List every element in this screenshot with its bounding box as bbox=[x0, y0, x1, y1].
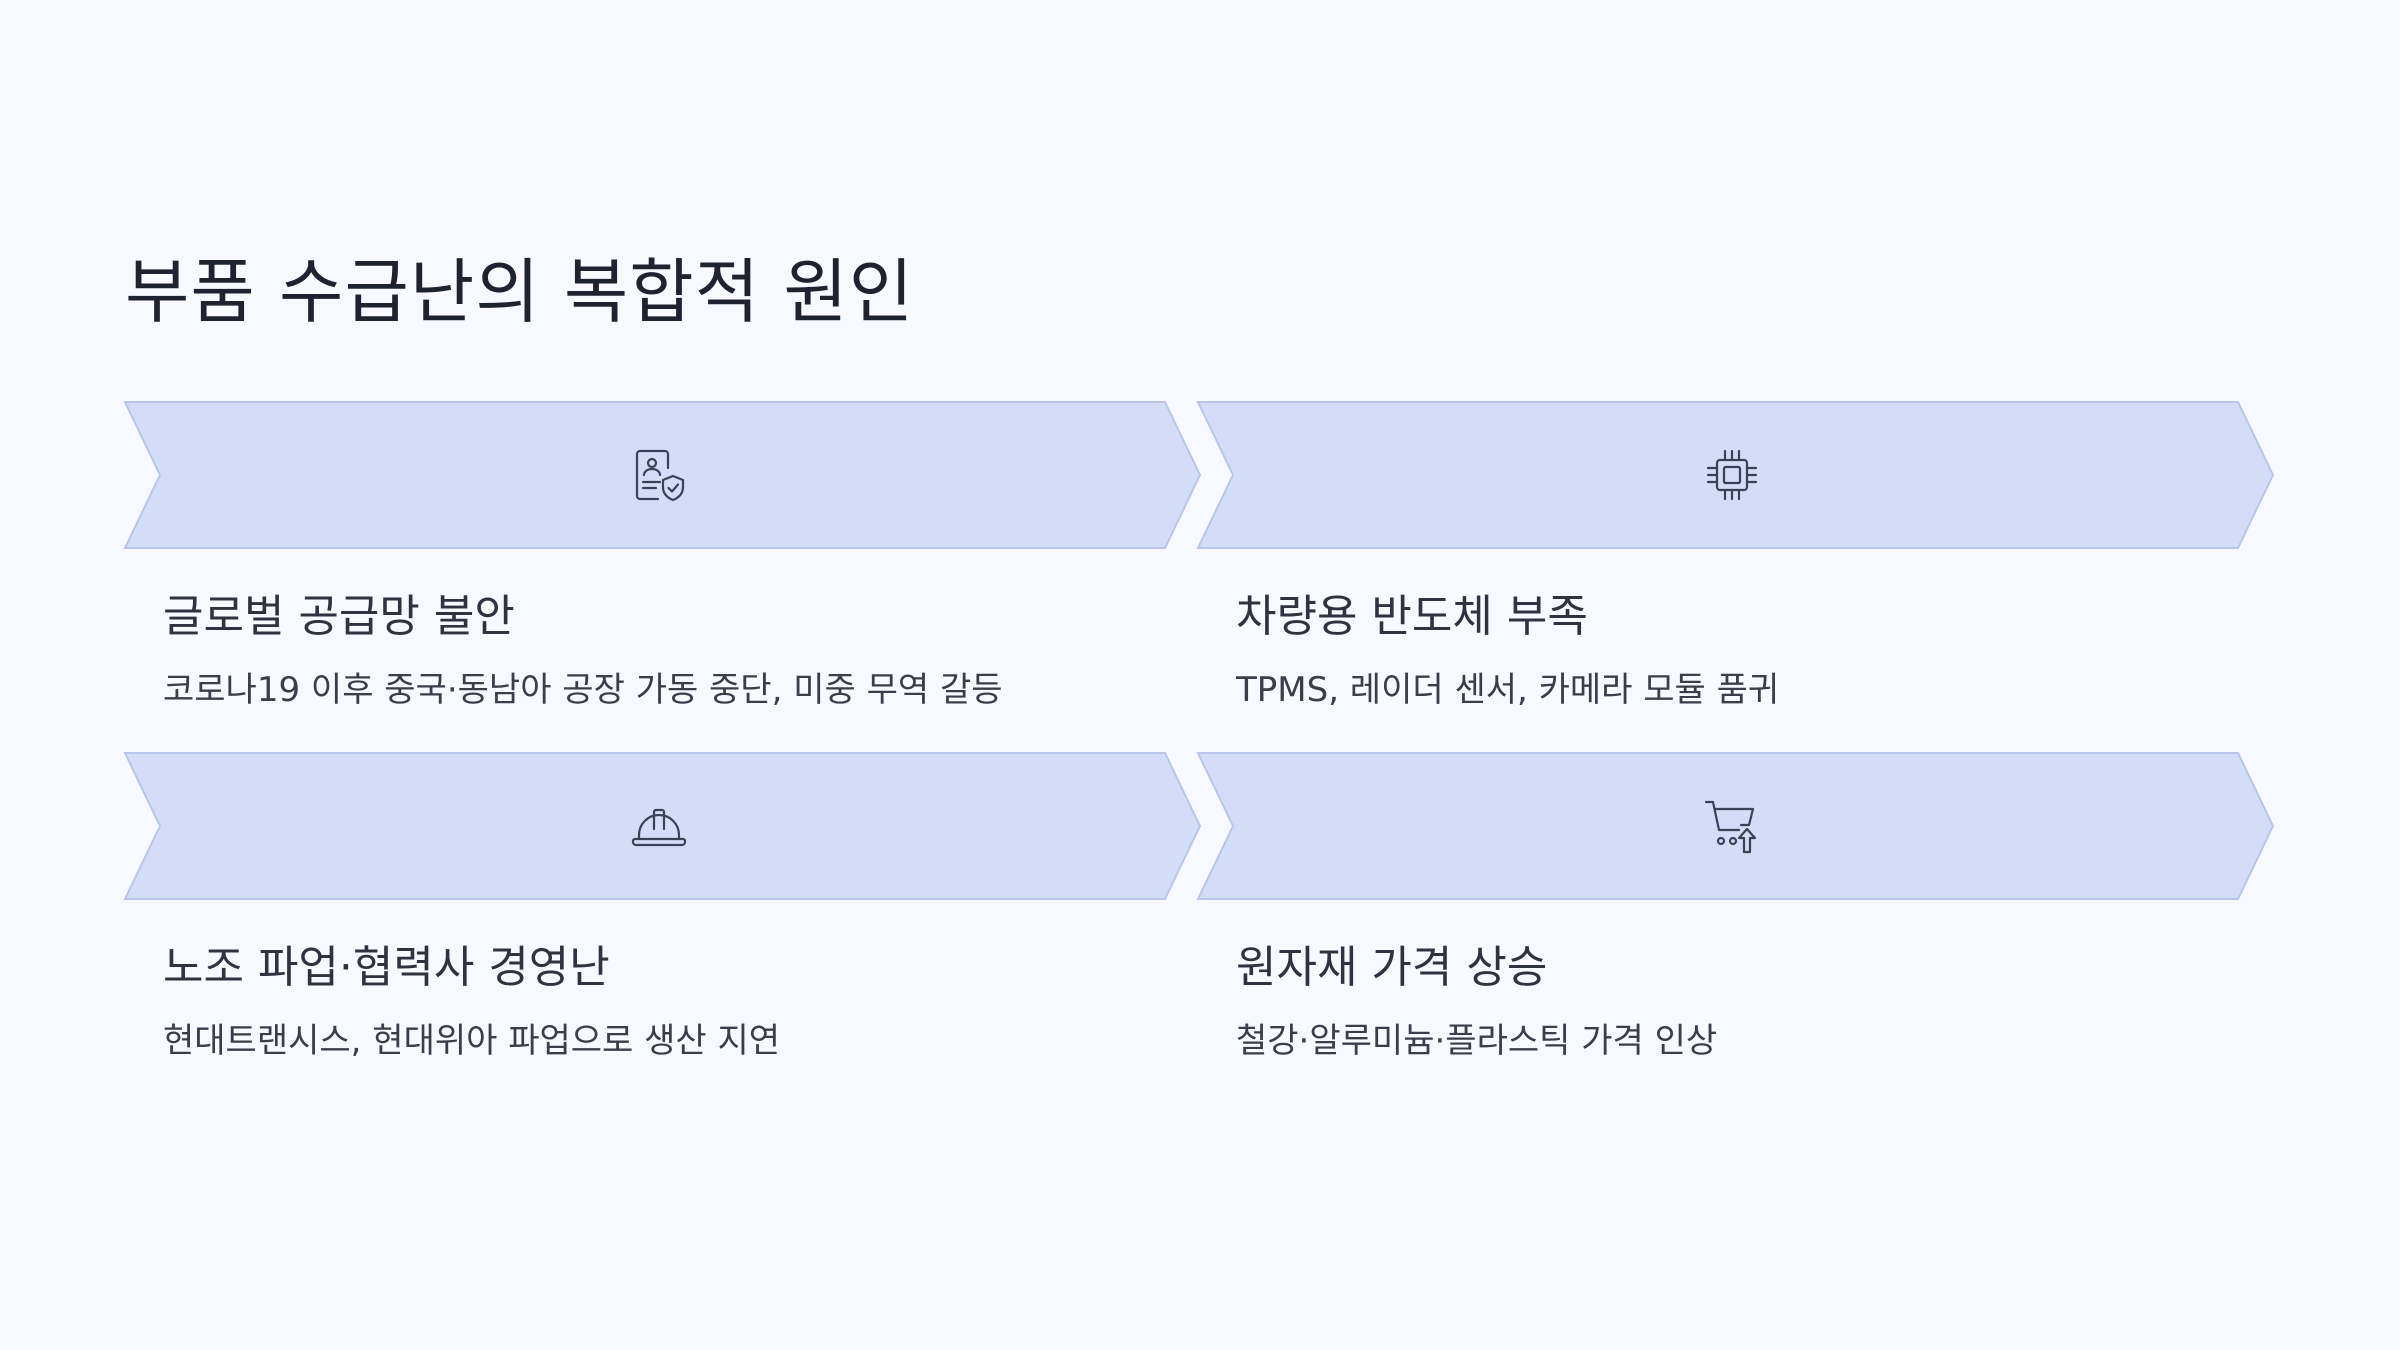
cause-card-supply-chain: 글로벌 공급망 불안 코로나19 이후 중국·동남아 공장 가동 중단, 미중 … bbox=[123, 401, 1202, 710]
chevron-banner bbox=[123, 752, 1202, 900]
cause-card-semiconductor: 차량용 반도체 부족 TPMS, 레이더 센서, 카메라 모듈 품귀 bbox=[1196, 401, 2275, 710]
card-title: 글로벌 공급망 불안 bbox=[163, 591, 515, 642]
card-title: 노조 파업·협력사 경영난 bbox=[163, 942, 610, 993]
chevron-banner bbox=[123, 401, 1202, 549]
card-description: 코로나19 이후 중국·동남아 공장 가동 중단, 미중 무역 갈등 bbox=[163, 670, 1003, 710]
chevron-banner bbox=[1196, 752, 2275, 900]
card-description: 현대트랜시스, 현대위아 파업으로 생산 지연 bbox=[163, 1021, 781, 1061]
card-title: 원자재 가격 상승 bbox=[1236, 942, 1548, 993]
chip-icon bbox=[1703, 446, 1761, 504]
card-description: 철강·알루미늄·플라스틱 가격 인상 bbox=[1236, 1021, 1718, 1061]
document-shield-icon bbox=[630, 446, 688, 504]
cart-price-up-icon bbox=[1703, 797, 1761, 855]
hard-hat-icon bbox=[630, 797, 688, 855]
card-title: 차량용 반도체 부족 bbox=[1236, 591, 1588, 642]
chevron-banner bbox=[1196, 401, 2275, 549]
card-description: TPMS, 레이더 센서, 카메라 모듈 품귀 bbox=[1236, 670, 1780, 710]
cause-card-strike: 노조 파업·협력사 경영난 현대트랜시스, 현대위아 파업으로 생산 지연 bbox=[123, 752, 1202, 1061]
page-title: 부품 수급난의 복합적 원인 bbox=[125, 251, 915, 333]
cause-card-raw-material: 원자재 가격 상승 철강·알루미늄·플라스틱 가격 인상 bbox=[1196, 752, 2275, 1061]
